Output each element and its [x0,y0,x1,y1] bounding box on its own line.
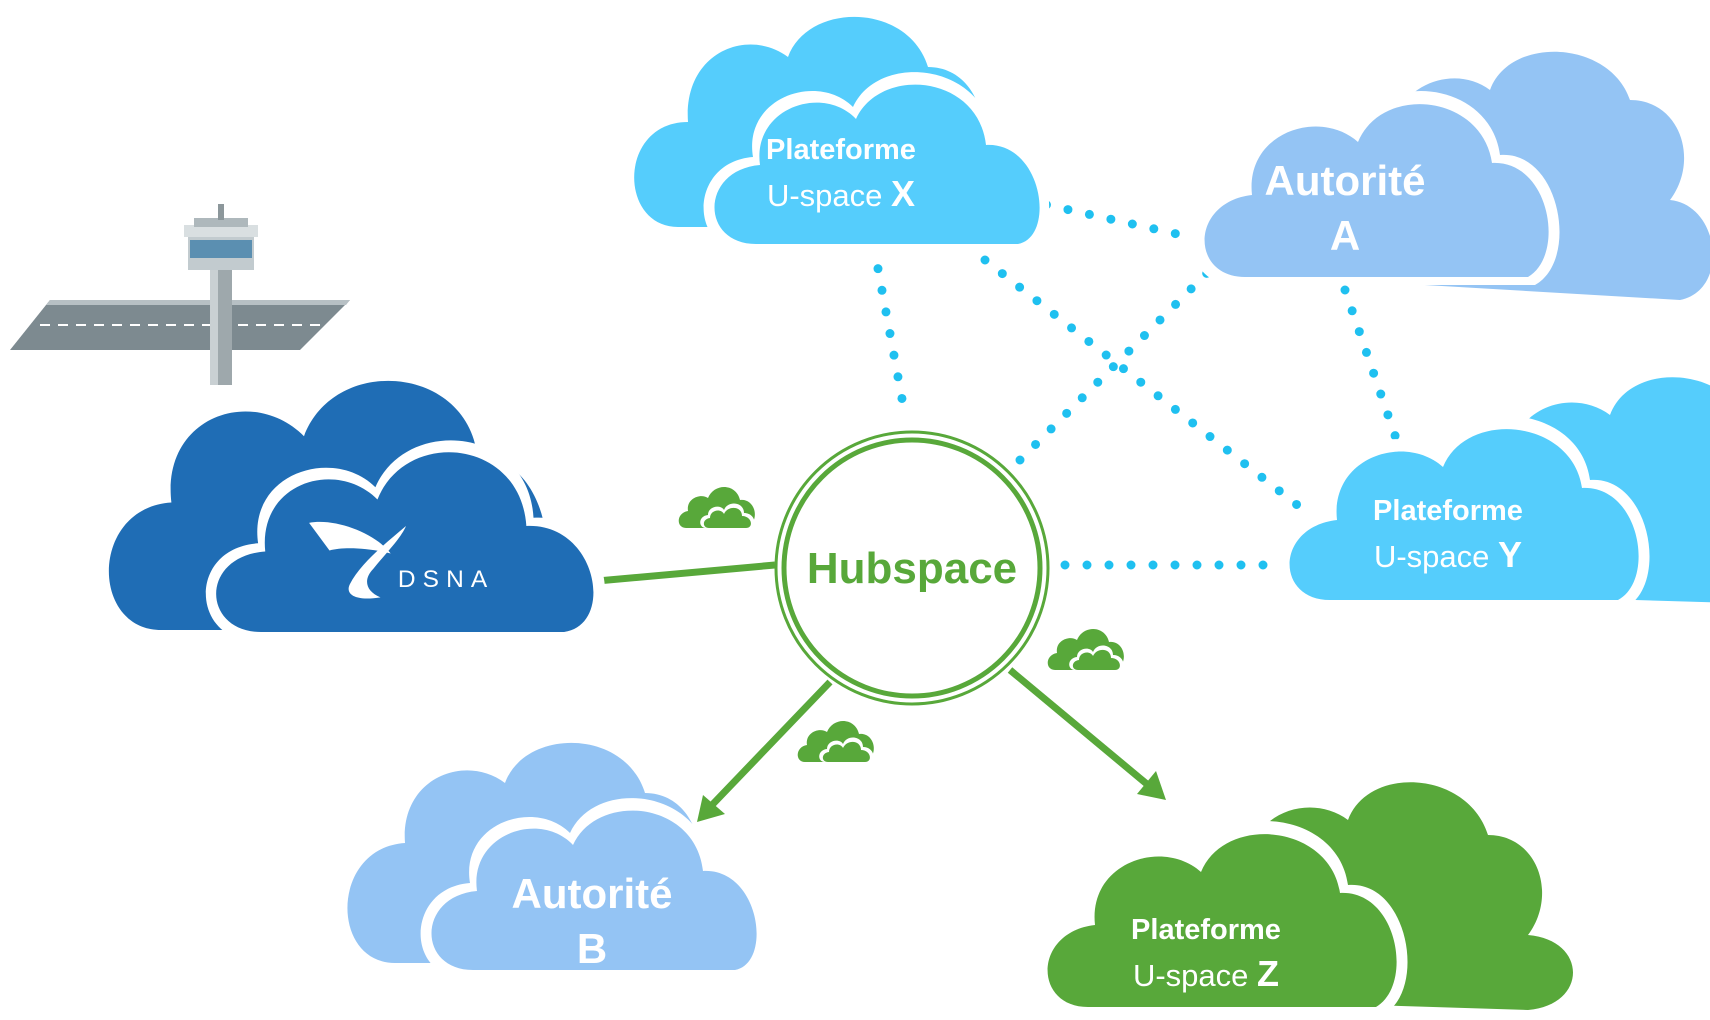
authority-a-line1: Autorité [1265,157,1426,204]
arrow-to-platform-z [1007,667,1151,788]
platform-x-line1: Plateforme [766,134,916,166]
platform-z-line1: Plateforme [1131,914,1281,946]
hubspace-label: Hubspace [807,544,1017,593]
platform-x-cloud[interactable]: Plateforme U-space X [634,16,1050,252]
platform-y-line1: Plateforme [1373,495,1523,527]
platform-z-prefix: U-space [1133,958,1257,993]
dotted-links [869,195,1405,570]
platform-z-letter: Z [1257,953,1279,994]
platform-y-line2: U-space Y [1374,534,1522,575]
platform-x-prefix: U-space [767,178,891,213]
hubspace-node[interactable]: Hubspace [774,430,1050,706]
authority-b-line2: B [577,925,607,972]
link-a-to-y [1340,285,1405,455]
arrow-head-z [1137,771,1166,800]
link-hub-to-a [1015,265,1215,465]
platform-y-cloud[interactable]: Plateforme U-space Y [1276,377,1710,608]
platform-z-cloud[interactable]: Plateforme U-space Z [1034,782,1573,1015]
arrow-to-autorite-b [709,679,833,808]
platform-z-line2: U-space Z [1133,953,1279,994]
control-tower-icon [10,204,350,385]
platform-y-prefix: U-space [1374,539,1498,574]
platform-x-line2: U-space X [767,173,915,214]
dsna-cloud[interactable]: DSNA [108,380,606,641]
authority-b-cloud[interactable]: Autorité B [347,742,767,978]
dsna-logo-text: DSNA [398,566,495,593]
link-x-to-a [1020,195,1200,243]
small-cloud-icon [797,720,874,762]
link-x-to-y [980,255,1315,520]
dsna-logo: DSNA [309,521,495,599]
small-cloud-icon [678,486,755,528]
authority-b-line1: Autorité [512,870,673,917]
authority-a-cloud[interactable]: Autorité A [1191,51,1710,300]
authority-a-line2: A [1330,212,1360,259]
arrow-head-b [697,795,725,822]
arrow-to-dsna [574,561,776,587]
platform-y-letter: Y [1498,534,1522,575]
link-x-to-hub [869,242,910,420]
small-cloud-icon [1047,628,1124,670]
platform-x-letter: X [891,173,915,214]
